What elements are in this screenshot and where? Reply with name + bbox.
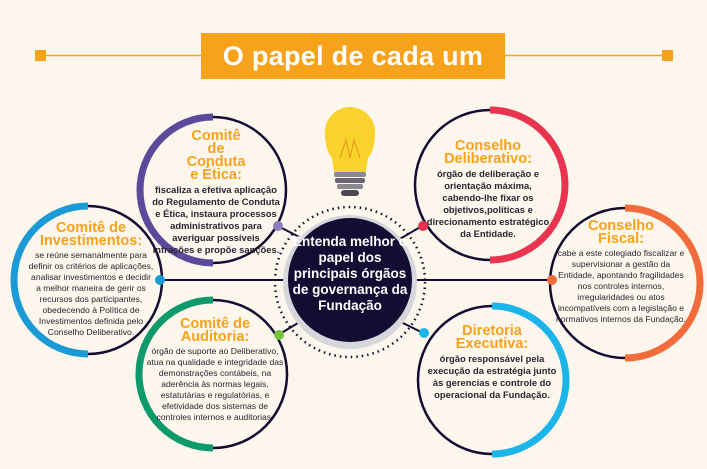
circle-investimentos [10, 202, 165, 358]
page-title: O papel de cada um [201, 33, 505, 79]
title-decoration-left [35, 50, 201, 61]
circle-auditoria [135, 296, 289, 452]
conduta-text: fiscaliza a efetiva aplicação do Regulam… [152, 184, 280, 255]
circle-diretoria [416, 302, 570, 458]
diretoria-title: Diretoria Executiva: [455, 323, 529, 352]
circle-deliberativo [413, 106, 569, 264]
circle-fiscal [547, 204, 704, 362]
conduta-title: Comitê de Conduta e Ética: [186, 128, 246, 183]
title-decoration-right [505, 50, 673, 61]
deliberativo-title: Conselho Deliberativo: [444, 138, 532, 167]
diretoria-text: órgão responsável pela execução da estra… [427, 353, 557, 400]
diretoria-block: Diretoria Executiva: órgão responsável p… [426, 323, 558, 401]
auditoria-block: Comitê de Auditoria: órgão de suporte ao… [146, 316, 284, 423]
fiscal-text: cabe a este colegiado fiscalizar e super… [556, 248, 686, 324]
deliberativo-text: órgão de deliberação e orientação máxima… [426, 168, 550, 239]
fiscal-block: Conselho Fiscal: cabe a este colegiado f… [553, 218, 689, 325]
center-circle [273, 205, 427, 359]
auditoria-title: Comitê de Auditoria: [179, 316, 251, 345]
circle-conduta [136, 113, 288, 267]
fiscal-title: Conselho Fiscal: [587, 218, 655, 247]
center-text: Entenda melhor o papel dos principais ór… [292, 234, 408, 313]
auditoria-text: órgão de suporte ao Deliberativo, atua n… [146, 346, 284, 422]
deliberativo-block: Conselho Deliberativo: órgão de delibera… [424, 138, 552, 240]
investimentos-title: Comitê de Investimentos: [39, 220, 143, 249]
lightbulb-icon [325, 107, 375, 196]
investimentos-block: Comitê de Investimentos: se reúne semana… [28, 220, 154, 338]
conduta-block: Comitê de Conduta e Ética: fiscaliza a e… [152, 128, 280, 256]
investimentos-text: se reúne semanalmente para definir os cr… [28, 250, 154, 337]
